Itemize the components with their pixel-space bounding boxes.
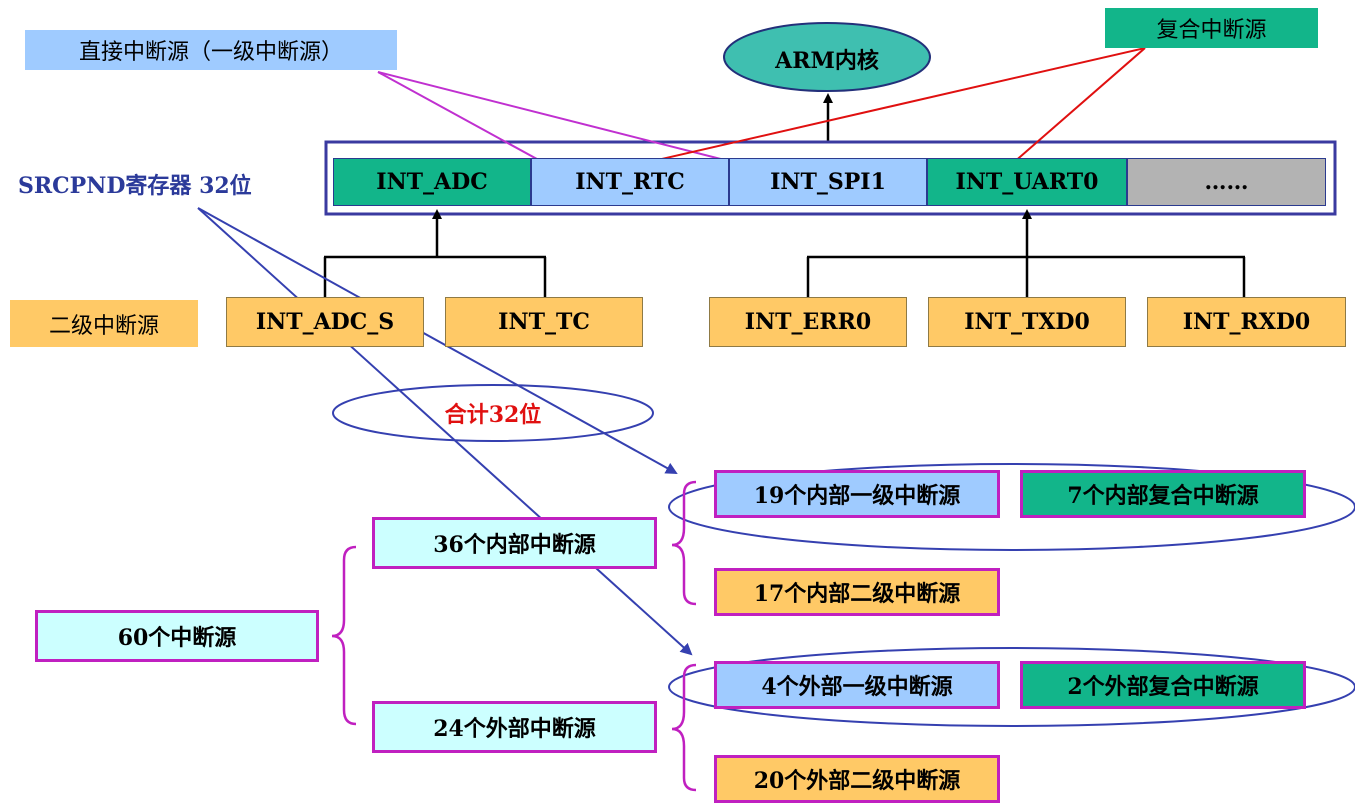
register-cell-more: …… <box>1127 158 1326 206</box>
secondary-int-tc: INT_TC <box>445 297 643 347</box>
direct-to-rtc-arrow <box>377 71 559 171</box>
secondary-int-txd0: INT_TXD0 <box>928 297 1126 347</box>
internal-secondary-box: 17个内部二级中断源 <box>714 568 1000 616</box>
register-cell-int-adc: INT_ADC <box>333 158 531 206</box>
srcpnd-register-frame <box>324 140 1337 216</box>
register-cell-int-spi1: INT_SPI1 <box>729 158 927 206</box>
uart0-subtree-connector <box>806 209 1246 297</box>
register-cell-int-uart0: INT_UART0 <box>927 158 1127 206</box>
composite-to-uart0-arrow <box>1003 47 1146 172</box>
internal-primary-box: 19个内部一级中断源 <box>714 470 1000 518</box>
internal-composite-box: 7个内部复合中断源 <box>1020 470 1306 518</box>
register-cell-int-rtc: INT_RTC <box>531 158 729 206</box>
secondary-int-rxd0: INT_RXD0 <box>1147 297 1346 347</box>
external-brace <box>671 663 697 792</box>
total-label: 合计32位 <box>444 402 542 428</box>
internal-group-ellipse <box>668 463 1355 551</box>
composite-sources-label: 复合中断源 <box>1105 8 1318 48</box>
secondary-sources-label: 二级中断源 <box>10 300 198 347</box>
internal-sources-box: 36个内部中断源 <box>372 517 657 569</box>
root-brace <box>331 545 357 726</box>
direct-sources-label: 直接中断源（一级中断源） <box>25 30 397 70</box>
root-sources-box: 60个中断源 <box>35 610 319 662</box>
arm-core-ellipse <box>723 22 931 92</box>
internal-brace <box>671 480 697 606</box>
srcpnd-to-external-arrow <box>197 207 693 656</box>
adc-subtree-connector <box>323 209 547 297</box>
total-ellipse <box>332 384 654 442</box>
external-sources-box: 24个外部中断源 <box>372 701 657 753</box>
arm-core-label: ARM内核 <box>775 48 879 74</box>
direct-to-spi1-arrow <box>377 71 774 176</box>
secondary-int-err0: INT_ERR0 <box>709 297 907 347</box>
secondary-int-adc-s: INT_ADC_S <box>226 297 424 347</box>
srcpnd-label: SRCPND寄存器 32位 <box>18 173 252 199</box>
external-composite-box: 2个外部复合中断源 <box>1020 661 1306 709</box>
external-group-ellipse <box>668 647 1355 727</box>
srcpnd-to-internal-arrow <box>197 207 678 474</box>
external-secondary-box: 20个外部二级中断源 <box>714 755 1000 803</box>
external-primary-box: 4个外部一级中断源 <box>714 661 1000 709</box>
